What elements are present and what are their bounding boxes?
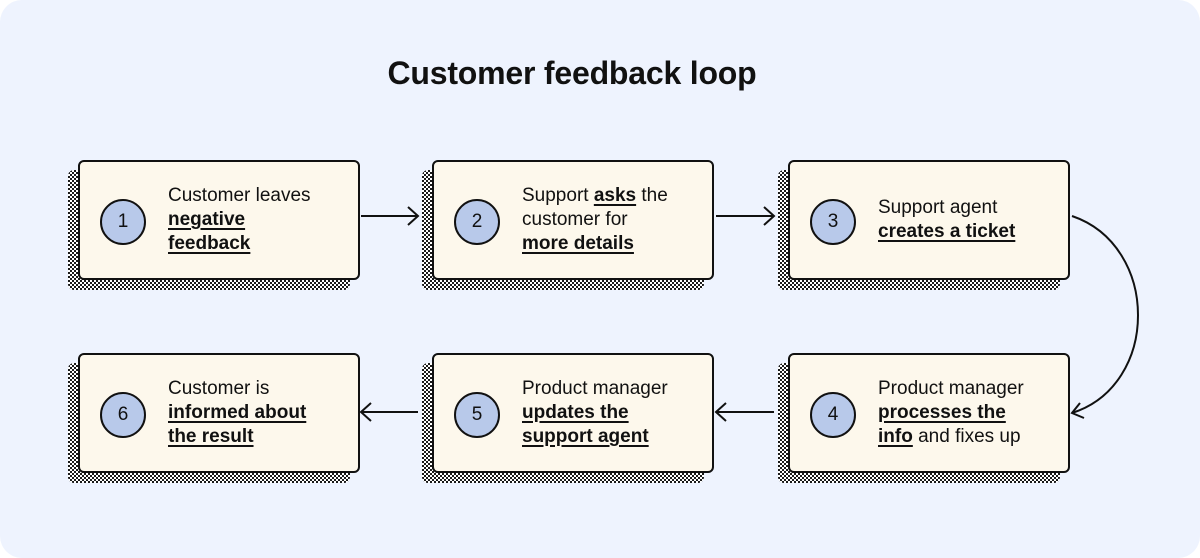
step-text-run: customer for xyxy=(522,209,628,230)
step-number-badge: 6 xyxy=(100,392,146,438)
step-text-line: Customer is xyxy=(168,377,354,401)
step-text-run: Product manager xyxy=(522,378,668,399)
step-number-badge: 5 xyxy=(454,392,500,438)
step-text: Product manager updates the support agent xyxy=(522,355,708,471)
step-text-line: updates the xyxy=(522,401,708,425)
step-text: Customer is informed about the result xyxy=(168,355,354,471)
step-text-emphasis: more details xyxy=(522,233,634,254)
step-text-line: creates a ticket xyxy=(878,220,1064,244)
step-text-emphasis: informed about xyxy=(168,402,307,423)
step-text-line: customer for xyxy=(522,208,708,232)
step-text-emphasis: the result xyxy=(168,426,254,447)
step-text-run: Support xyxy=(522,185,594,206)
step-1: 1 Customer leaves negative feedback xyxy=(68,160,360,290)
step-text-line: Support asks the xyxy=(522,184,708,208)
step-number-badge: 3 xyxy=(810,199,856,245)
step-text-emphasis: processes the xyxy=(878,402,1006,423)
step-text-run: the xyxy=(636,185,668,206)
step-text-line: info and fixes up xyxy=(878,425,1064,449)
step-text-run: Support agent xyxy=(878,197,998,218)
step-text-line: Product manager xyxy=(878,377,1064,401)
step-text-line: negative xyxy=(168,208,354,232)
step-text: Support agent creates a ticket xyxy=(878,162,1064,278)
step-text-run: Customer is xyxy=(168,378,270,399)
step-5: 5 Product manager updates the support agen… xyxy=(422,353,714,483)
step-number-badge: 2 xyxy=(454,199,500,245)
step-text-line: more details xyxy=(522,232,708,256)
step-text-emphasis: creates a ticket xyxy=(878,221,1016,242)
step-text-line: Customer leaves xyxy=(168,184,354,208)
step-text: Customer leaves negative feedback xyxy=(168,162,354,278)
step-text-emphasis: negative xyxy=(168,209,246,230)
arrow-3-to-4 xyxy=(1071,215,1139,414)
step-card: 1 Customer leaves negative feedback xyxy=(78,160,360,280)
step-number-badge: 1 xyxy=(100,199,146,245)
step-text-emphasis: info xyxy=(878,426,913,447)
step-text-line: informed about xyxy=(168,401,354,425)
step-text-emphasis: support agent xyxy=(522,426,649,447)
step-card: 5 Product manager updates the support agen… xyxy=(432,353,714,473)
step-text-run: and fixes up xyxy=(912,426,1021,447)
step-card: 6 Customer is informed about the result xyxy=(78,353,360,473)
step-text-line: Support agent xyxy=(878,196,1064,220)
step-text-line: processes the xyxy=(878,401,1064,425)
step-3: 3 Support agent creates a ticket xyxy=(778,160,1070,290)
step-6: 6 Customer is informed about the result xyxy=(68,353,360,483)
step-number-badge: 4 xyxy=(810,392,856,438)
step-text-run: Product manager xyxy=(878,378,1024,399)
step-text-emphasis: updates the xyxy=(522,402,629,423)
step-text-run: Customer leaves xyxy=(168,185,311,206)
diagram-title: Customer feedback loop xyxy=(387,55,757,91)
step-text-line: feedback xyxy=(168,232,354,256)
step-text-line: Product manager xyxy=(522,377,708,401)
step-text-line: support agent xyxy=(522,425,708,449)
step-text-emphasis: feedback xyxy=(168,233,251,254)
step-text-emphasis: asks xyxy=(593,185,637,206)
step-card: 3 Support agent creates a ticket xyxy=(788,160,1070,280)
step-text-line: the result xyxy=(168,425,354,449)
